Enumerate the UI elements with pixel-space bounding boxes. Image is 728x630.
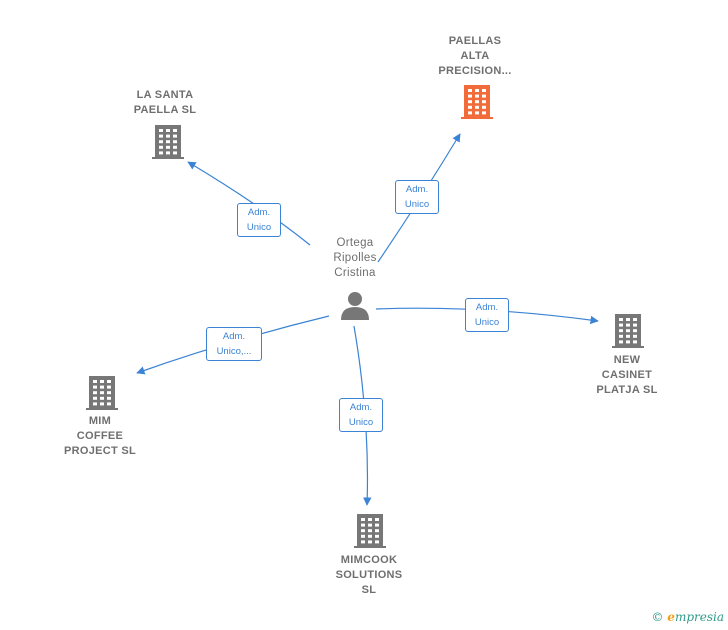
- brand-initial: e: [667, 610, 675, 624]
- company-label-mim-coffee-project[interactable]: MIM COFFEE PROJECT SL: [63, 415, 137, 457]
- person-icon[interactable]: [341, 292, 369, 320]
- copyright-symbol: ©: [651, 610, 664, 624]
- company-label-new-casinet-platja[interactable]: NEW CASINET PLATJA SL: [596, 354, 658, 396]
- person-name-label[interactable]: Ortega Ripolles Cristina: [333, 237, 377, 279]
- company-label-paellas-alta-precision[interactable]: PAELLAS ALTA PRECISION...: [438, 35, 512, 77]
- building-icon[interactable]: [461, 85, 493, 119]
- role-badge-new-casinet-platja[interactable]: Adm. Unico: [465, 298, 509, 332]
- brand-rest: mpresia: [674, 610, 724, 624]
- building-icon[interactable]: [152, 125, 184, 159]
- role-badge-mimcook-solutions[interactable]: Adm. Unico: [339, 398, 383, 432]
- building-icon[interactable]: [354, 514, 386, 548]
- company-label-mimcook-solutions[interactable]: MIMCOOK SOLUTIONS SL: [335, 554, 403, 596]
- role-badge-paellas-alta-precision[interactable]: Adm. Unico: [395, 180, 439, 214]
- building-icon[interactable]: [612, 314, 644, 348]
- empresia-brand[interactable]: © empresia: [651, 610, 724, 624]
- role-badge-mim-coffee-project[interactable]: Adm. Unico,...: [206, 327, 262, 361]
- company-label-la-santa-paella[interactable]: LA SANTA PAELLA SL: [133, 89, 197, 116]
- building-icon[interactable]: [86, 376, 118, 410]
- role-badge-la-santa-paella[interactable]: Adm. Unico: [237, 203, 281, 237]
